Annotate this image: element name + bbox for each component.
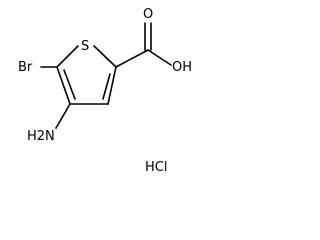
double-bond-c4-c5-inner <box>63 69 76 100</box>
bond-c2-carboxyl-carbon <box>115 49 149 68</box>
bond-c5-c4 <box>56 66 71 105</box>
bond-carboxyl-oh <box>147 49 172 66</box>
bond-c4-n <box>55 103 71 129</box>
bromine-label: Br <box>18 60 33 75</box>
sulfur-label: S <box>81 39 89 54</box>
amino-group-label: H2N <box>27 129 55 144</box>
bond-c3-c2 <box>107 66 117 105</box>
hydroxyl-label: OH <box>172 60 192 75</box>
hydrochloride-label: HCl <box>145 160 167 175</box>
double-bond-c2-c3-inner <box>102 73 111 100</box>
carbonyl-oxygen-label: O <box>143 7 153 22</box>
bond-s-c5 <box>56 45 79 68</box>
chemical-structure-diagram: S Br O OH H2N HCl <box>18 7 192 175</box>
bond-s-c2 <box>93 45 117 68</box>
